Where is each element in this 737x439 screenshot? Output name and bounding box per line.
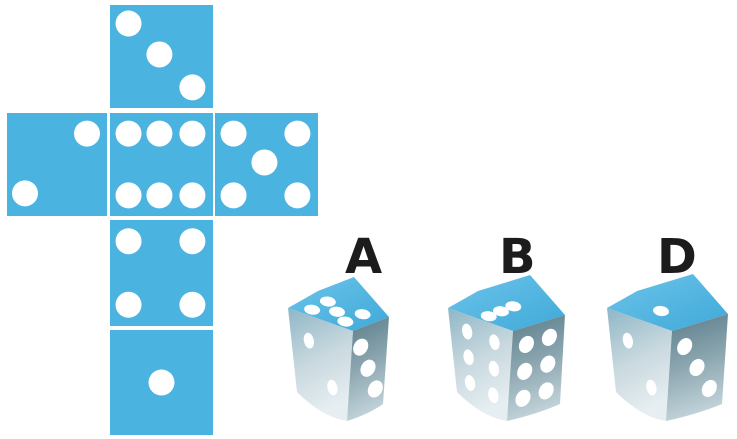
- net-face-top: [110, 5, 213, 108]
- pip: [284, 121, 310, 147]
- pip: [12, 180, 38, 206]
- pip: [146, 121, 172, 147]
- pip: [179, 292, 205, 318]
- cube-option-b: [448, 275, 565, 421]
- pip: [116, 292, 142, 318]
- pip: [146, 41, 172, 67]
- pip: [284, 182, 310, 208]
- cube-option-d: [607, 274, 728, 421]
- net-face-lower: [110, 220, 213, 326]
- pip: [116, 11, 142, 37]
- option-label-a: A: [345, 233, 382, 281]
- pip: [179, 228, 205, 254]
- pip: [221, 121, 247, 147]
- pip: [179, 121, 205, 147]
- answer-options: [288, 274, 728, 421]
- pip: [116, 228, 142, 254]
- option-label-d: D: [657, 233, 697, 281]
- pip: [149, 370, 175, 396]
- net-face-left: [7, 113, 107, 216]
- pip: [179, 74, 205, 100]
- pip: [146, 182, 172, 208]
- dice-net: [7, 5, 318, 435]
- pip: [251, 149, 277, 175]
- cube-option-a: [288, 277, 389, 421]
- pip: [179, 182, 205, 208]
- net-face-right: [215, 113, 318, 216]
- pip: [221, 182, 247, 208]
- pip: [74, 121, 100, 147]
- cube-right-face: [507, 315, 565, 421]
- net-face-bottom: [110, 330, 213, 435]
- net-face-center: [110, 113, 213, 216]
- pip: [116, 182, 142, 208]
- option-label-b: B: [499, 233, 536, 281]
- pip: [116, 121, 142, 147]
